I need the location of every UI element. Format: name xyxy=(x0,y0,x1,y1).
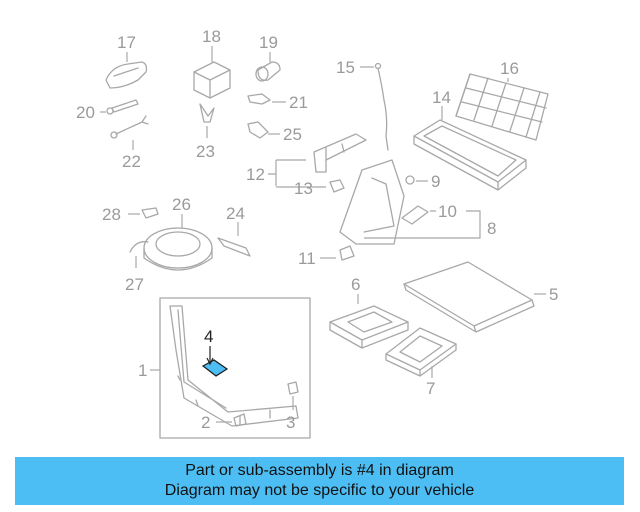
part-5-trunk-mat xyxy=(403,261,546,333)
part-26-tire-tray xyxy=(143,214,213,271)
part-28-bolt xyxy=(128,207,159,219)
callout-14[interactable]: 14 xyxy=(432,88,451,107)
part-4-highlighted[interactable] xyxy=(201,346,229,377)
callout-8[interactable]: 8 xyxy=(487,219,496,238)
part-1-frame xyxy=(150,297,311,439)
callout-5[interactable]: 5 xyxy=(549,285,558,304)
part-16-cargo-net xyxy=(455,73,549,141)
callout-16[interactable]: 16 xyxy=(500,59,519,78)
callout-9[interactable]: 9 xyxy=(431,172,440,191)
parts-diagram: 17 18 19 20 21 22 23 25 xyxy=(76,27,558,439)
part-25-hook xyxy=(247,121,280,139)
callout-10[interactable]: 10 xyxy=(438,202,457,221)
part-19-cylinder xyxy=(255,52,281,82)
part-17-tool-kit xyxy=(105,52,148,89)
callout-7[interactable]: 7 xyxy=(426,379,435,398)
part-24-rail xyxy=(217,222,251,257)
part-22-wrench xyxy=(110,115,149,150)
callout-12[interactable]: 12 xyxy=(246,165,265,184)
callout-23[interactable]: 23 xyxy=(196,142,215,161)
part-10-cover xyxy=(401,205,481,228)
callout-15[interactable]: 15 xyxy=(336,58,355,77)
callout-22[interactable]: 22 xyxy=(122,152,141,171)
callout-25[interactable]: 25 xyxy=(283,125,302,144)
caption-line-1: Part or sub-assembly is #4 in diagram xyxy=(185,462,454,479)
callout-28[interactable]: 28 xyxy=(102,205,121,224)
callout-20[interactable]: 20 xyxy=(76,103,95,122)
callout-2[interactable]: 2 xyxy=(201,413,210,432)
part-14-rear-shelf xyxy=(413,106,527,191)
callout-13[interactable]: 13 xyxy=(294,179,313,198)
caption-line-2: Diagram may not be specific to your vehi… xyxy=(164,482,475,499)
callout-27[interactable]: 27 xyxy=(125,275,144,294)
part-9-fastener xyxy=(405,175,428,185)
part-6-tray xyxy=(329,294,409,349)
part-11-bracket xyxy=(320,245,355,261)
callout-19[interactable]: 19 xyxy=(259,33,278,52)
callout-1[interactable]: 1 xyxy=(138,361,147,380)
part-23-bracket xyxy=(199,103,215,138)
part-20-handle xyxy=(100,99,139,115)
part-12-trim-panel xyxy=(268,133,367,186)
callout-24[interactable]: 24 xyxy=(226,204,245,223)
callout-3[interactable]: 3 xyxy=(286,413,295,432)
callout-17[interactable]: 17 xyxy=(117,33,136,52)
part-2-clip xyxy=(216,413,247,427)
part-8-side-trim xyxy=(339,159,481,245)
callout-21[interactable]: 21 xyxy=(289,93,308,112)
callout-18[interactable]: 18 xyxy=(202,27,221,46)
part-18-box xyxy=(193,46,231,99)
part-15-cable xyxy=(360,62,389,151)
part-21-clip xyxy=(247,93,286,105)
part-3-clip xyxy=(287,381,299,410)
part-7-tray xyxy=(385,327,457,378)
part-27-strap xyxy=(129,241,149,268)
callout-4[interactable]: 4 xyxy=(204,327,213,346)
callout-11[interactable]: 11 xyxy=(298,249,316,268)
callout-26[interactable]: 26 xyxy=(172,195,191,214)
callout-6[interactable]: 6 xyxy=(351,275,360,294)
part-13-clip xyxy=(276,179,345,193)
caption-banner: Part or sub-assembly is #4 in diagram Di… xyxy=(15,457,624,505)
